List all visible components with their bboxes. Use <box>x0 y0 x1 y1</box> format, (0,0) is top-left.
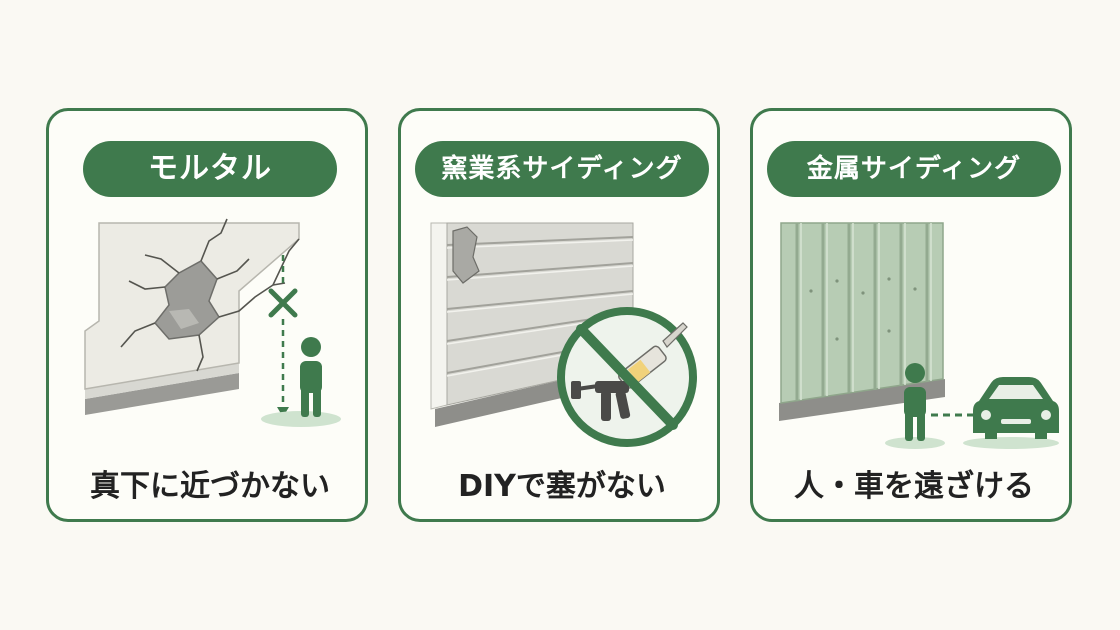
wall-base-strip <box>85 373 239 415</box>
card-title: 金属サイディング <box>767 141 1061 197</box>
car-shadow <box>963 437 1059 449</box>
card-ceramic-siding: 窯業系サイディング <box>398 108 720 522</box>
cracked-wall-illustration <box>84 218 341 427</box>
metal-rivets <box>809 277 917 341</box>
card-title: 窯業系サイディング <box>415 141 709 197</box>
x-mark-icon <box>268 288 298 318</box>
metal-ribs <box>795 223 929 401</box>
metal-rib-highlights <box>800 223 932 400</box>
wall-base-strip <box>779 379 945 421</box>
crack-lines <box>120 218 300 372</box>
wall-base-top <box>85 363 239 399</box>
ground-shadow <box>261 411 341 427</box>
person-icon <box>300 337 322 417</box>
wall-edge <box>430 222 448 410</box>
card-title: モルタル <box>83 141 337 197</box>
card-caption: DIYで塞がない <box>458 469 666 504</box>
person-icon <box>904 363 926 441</box>
car-icon <box>973 377 1059 439</box>
card-metal-siding: 金属サイディング <box>750 108 1072 522</box>
chipped-damage <box>452 226 480 284</box>
person-shadow <box>885 437 945 449</box>
card-caption: 真下に近づかない <box>90 469 330 504</box>
damaged-patch-inner <box>169 309 199 329</box>
prohibition-slash <box>576 324 678 430</box>
metal-siding-illustration <box>779 222 1059 449</box>
card-caption: 人・車を遠ざける <box>794 469 1034 504</box>
siding-illustration <box>430 222 697 447</box>
card-mortar: モルタル <box>46 108 368 522</box>
